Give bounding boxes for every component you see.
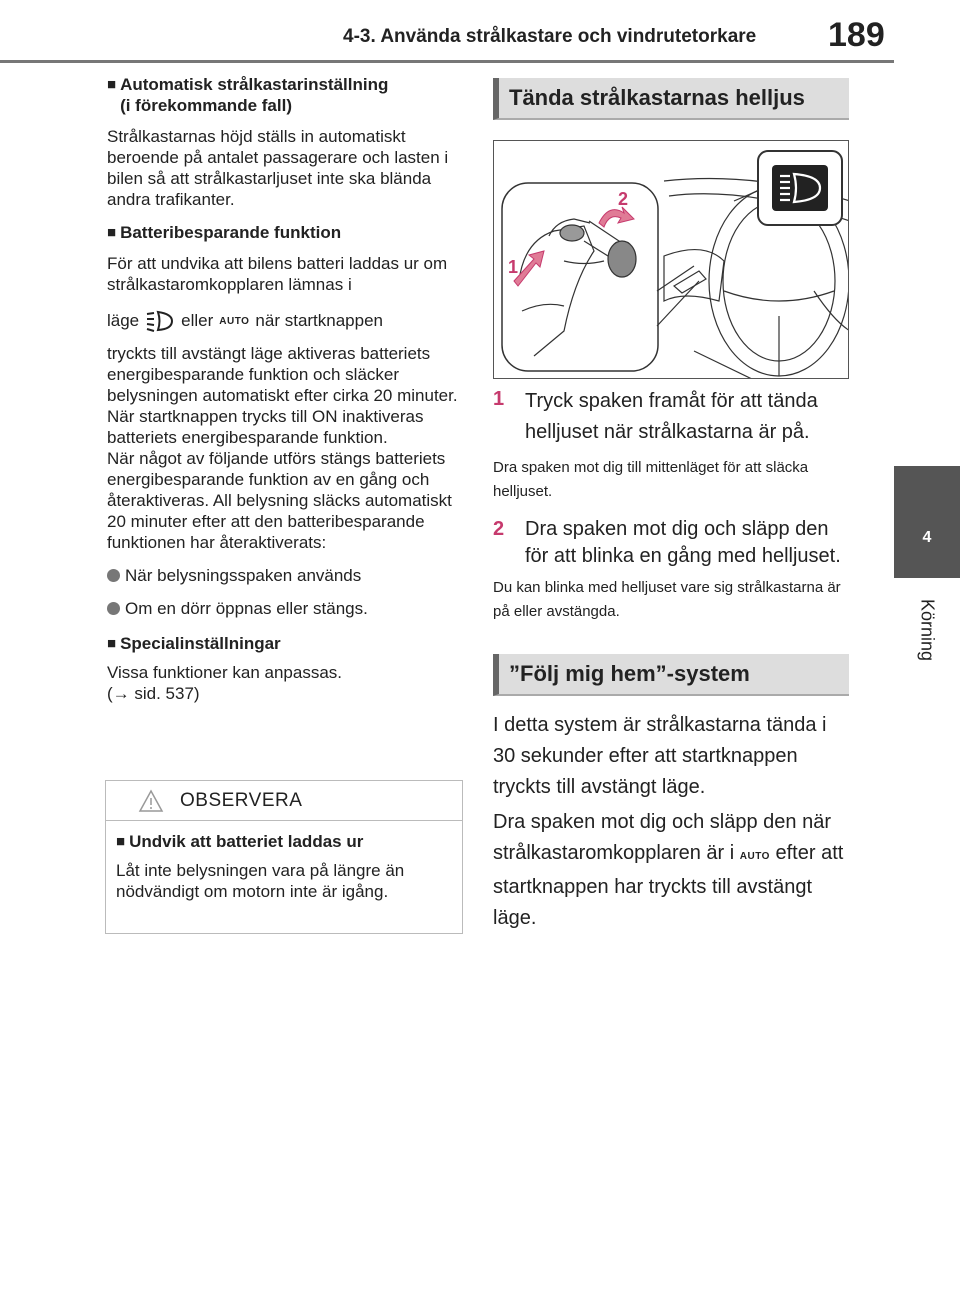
step-number: 2: [493, 518, 505, 540]
step-1: 1 Tryck spaken framåt för att tända hell…: [493, 386, 849, 448]
left-column: ■ Automatisk strålkastarinställning (i f…: [107, 74, 463, 704]
right-steps: 1 Tryck spaken framåt för att tända hell…: [493, 386, 849, 934]
follow-me-home-heading: ”Följ mig hem”-system: [493, 654, 849, 696]
square-bullet-icon: ■: [107, 224, 117, 241]
right-column: Tända strålkastarnas helljus: [493, 78, 849, 120]
circle-bullet-icon: [107, 602, 120, 615]
callout-1: 1: [508, 257, 518, 277]
warning-icon: [138, 788, 164, 812]
auto-leveling-heading: ■ Automatisk strålkastarinställning (i f…: [107, 75, 389, 115]
tail-light-icon: [146, 310, 174, 332]
follow-me-home-text-1: I detta system är strålkastarna tända i …: [493, 714, 827, 798]
list-item: När belysningsspaken används: [107, 565, 463, 586]
step-2-note: Du kan blinka med helljuset vare sig str…: [493, 579, 841, 620]
notice-body: ■ Undvik att batteriet laddas ur Låt int…: [106, 821, 462, 902]
callout-2: 2: [618, 189, 628, 209]
auto-leveling-text: Strålkastarnas höjd ställs in automatisk…: [107, 127, 449, 209]
notice-box: OBSERVERA ■ Undvik att batteriet laddas …: [105, 780, 463, 934]
step-2: 2 Dra spaken mot dig och släpp den för a…: [493, 516, 849, 570]
special-settings-heading: ■ Specialinställningar: [107, 634, 281, 653]
follow-me-home-text-2: Dra spaken mot dig och släpp den när str…: [493, 811, 844, 929]
highbeam-heading: Tända strålkastarnas helljus: [493, 78, 849, 120]
page-number: 189: [828, 16, 885, 54]
section-title: 4-3. Använda strålkastare och vindruteto…: [343, 26, 757, 47]
steering-lever-drawing: 1 2: [501, 150, 848, 378]
square-bullet-icon: ■: [107, 635, 117, 652]
notice-heading: ■ Undvik att batteriet laddas ur: [116, 832, 364, 851]
battery-inline-line: läge eller AUTO när startknappen: [107, 309, 463, 333]
lever-illustration: 1 2: [493, 140, 849, 379]
step-1-note: Dra spaken mot dig till mittenläget för …: [493, 459, 809, 500]
battery-heading: ■ Batteribesparande funktion: [107, 223, 342, 242]
notice-header: OBSERVERA: [106, 781, 462, 821]
page-reference: (→ sid. 537): [107, 684, 200, 703]
chapter-tab: 4: [894, 466, 960, 578]
chapter-label: Körning: [917, 598, 938, 662]
battery-text-1: För att undvika att bilens batteri ladda…: [107, 254, 448, 294]
auto-icon: AUTO: [219, 315, 250, 327]
square-bullet-icon: ■: [107, 76, 117, 93]
notice-text: Låt inte belysningen vara på längre än n…: [116, 861, 405, 901]
special-settings-text: Vissa funktioner kan anpassas.: [107, 663, 342, 682]
auto-icon: AUTO: [739, 851, 770, 862]
square-bullet-icon: ■: [116, 833, 126, 850]
step-number: 1: [493, 388, 505, 410]
chapter-number: 4: [922, 529, 932, 546]
battery-text-3: När något av följande utförs stängs batt…: [107, 449, 452, 552]
header-rule: [0, 60, 894, 63]
list-item: Om en dörr öppnas eller stängs.: [107, 598, 463, 619]
circle-bullet-icon: [107, 569, 120, 582]
notice-title: OBSERVERA: [180, 789, 303, 811]
battery-text-2: tryckts till avstängt läge aktiveras bat…: [107, 344, 458, 447]
